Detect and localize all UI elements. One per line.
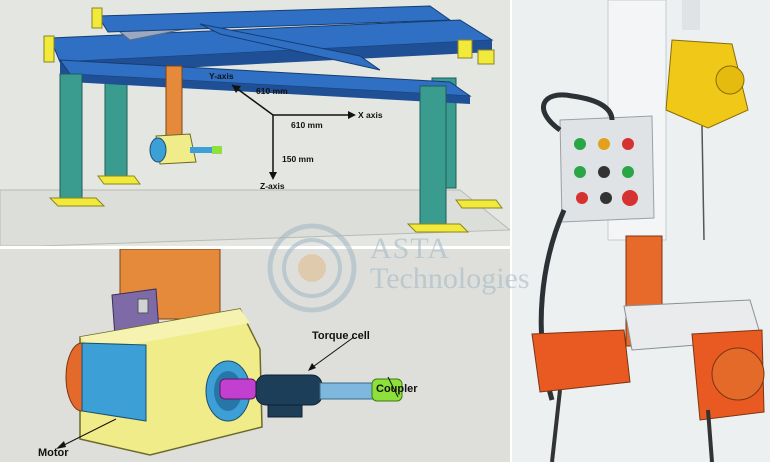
- z-axis-label: Z-axis: [260, 181, 285, 191]
- torque-cell-label: Torque cell: [312, 330, 370, 342]
- x-distance-label: 610 mm: [291, 120, 323, 130]
- motor-label: Motor: [38, 447, 69, 459]
- machine-photo-drawing: [512, 0, 770, 462]
- gantry-frame-drawing: [0, 5, 510, 246]
- x-axis-label: X axis: [358, 110, 383, 120]
- test-head-drawing: [56, 249, 403, 456]
- coupler-label: Coupler: [376, 383, 418, 395]
- y-distance-label: 610 mm: [256, 86, 288, 96]
- y-axis-label: Y-axis: [209, 71, 234, 81]
- test-head-closeup: Torque cell Coupler Motor: [0, 249, 510, 462]
- gantry-frame-diagram: Y-axis 610 mm 610 mm X axis 150 mm Z-axi…: [0, 0, 510, 246]
- z-distance-label: 150 mm: [282, 154, 314, 164]
- machine-photo: [512, 0, 770, 462]
